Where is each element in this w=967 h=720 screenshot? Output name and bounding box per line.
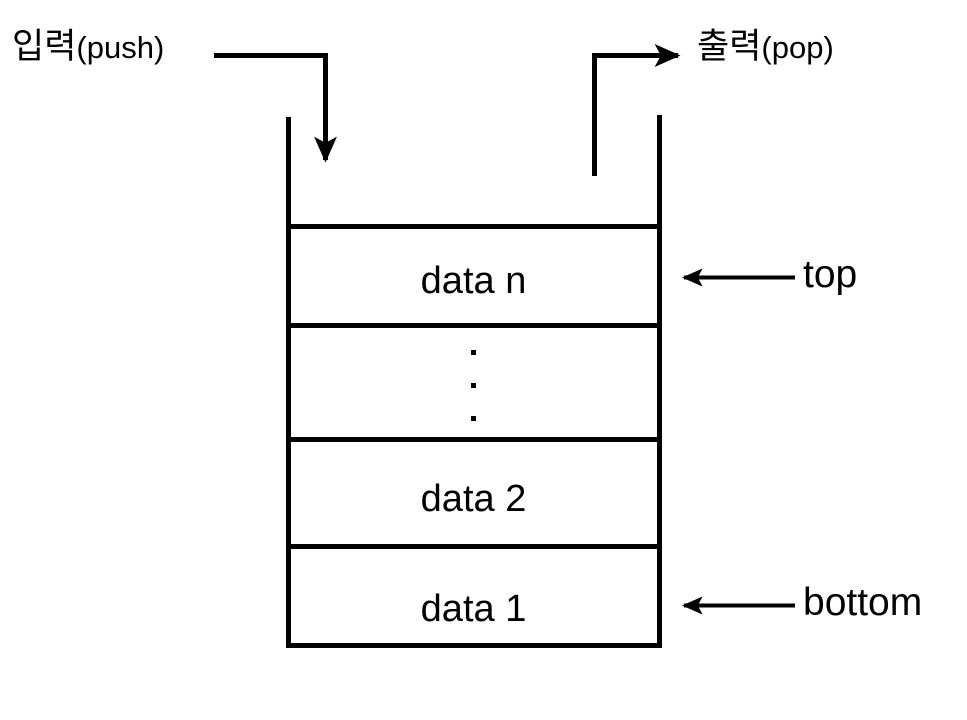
stack-cell-data-2-label: data 2: [420, 478, 527, 520]
bottom-pointer-label: bottom: [803, 581, 923, 624]
stack-cell-dividers: [286, 224, 662, 549]
push-label-latin: (push): [76, 30, 165, 65]
ellipsis-dot: [471, 383, 476, 388]
stack-cell-ellipsis: [286, 350, 661, 421]
pop-output-label: 출력(pop): [697, 29, 834, 64]
stack-cell-data-1-label: data 1: [420, 588, 527, 630]
stack-cell-data-n-label: data n: [420, 260, 527, 302]
pop-label-latin: (pop): [761, 30, 834, 65]
ellipsis-dot: [471, 416, 476, 421]
top-pointer-label: top: [803, 253, 858, 296]
pop-label-korean: 출력: [697, 27, 762, 66]
push-arrow: [214, 53, 337, 163]
stack-container: [286, 115, 662, 648]
push-label-korean: 입력: [12, 27, 77, 66]
ellipsis-dot: [471, 350, 476, 355]
push-input-label: 입력(push): [12, 29, 164, 64]
pop-arrow: [592, 44, 681, 176]
